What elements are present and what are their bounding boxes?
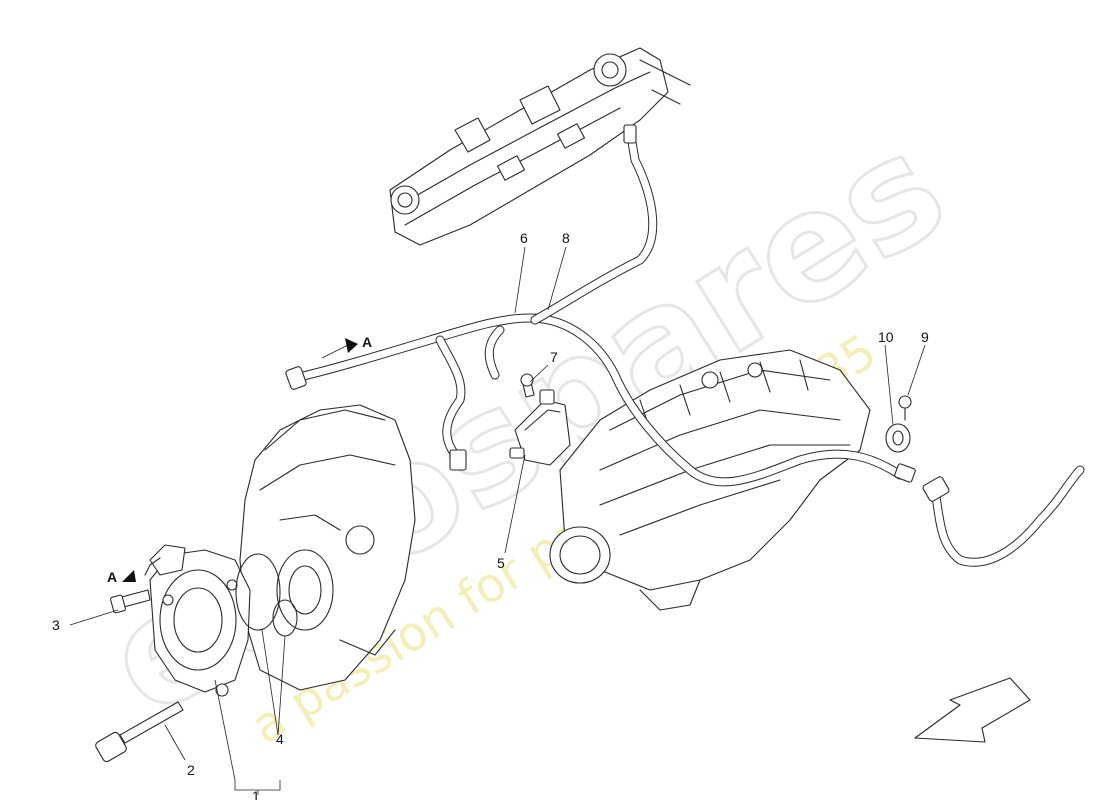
callout-7: 7 xyxy=(550,349,558,365)
bolt-and-stud xyxy=(95,589,184,763)
callout-9: 9 xyxy=(921,329,929,345)
callout-1: 1 xyxy=(252,788,260,800)
callout-numbers: 1 2 3 4 5 6 7 8 9 10 xyxy=(52,230,929,800)
view-marker-a-lower: A xyxy=(107,569,136,585)
leader-lines xyxy=(69,246,926,795)
callout-10: 10 xyxy=(878,329,894,345)
engine-block xyxy=(239,404,416,691)
vacuum-pump xyxy=(144,544,251,697)
hose-clip-and-screw xyxy=(885,395,912,453)
view-marker-a-lower-label: A xyxy=(107,569,117,585)
return-hose xyxy=(894,463,1085,567)
view-marker-a-upper-label: A xyxy=(362,334,372,350)
direction-arrow xyxy=(914,677,1031,743)
callout-4: 4 xyxy=(276,731,284,747)
callout-8: 8 xyxy=(562,230,570,246)
callout-5: 5 xyxy=(497,555,505,571)
callout-3: 3 xyxy=(52,617,60,633)
upper-head-assembly xyxy=(389,47,691,246)
callout-6: 6 xyxy=(520,230,528,246)
callout-2: 2 xyxy=(187,762,195,778)
vacuum-hose-main xyxy=(285,124,905,487)
view-marker-a-upper: A xyxy=(321,334,372,359)
vacuum-solenoid-valve xyxy=(509,373,571,466)
